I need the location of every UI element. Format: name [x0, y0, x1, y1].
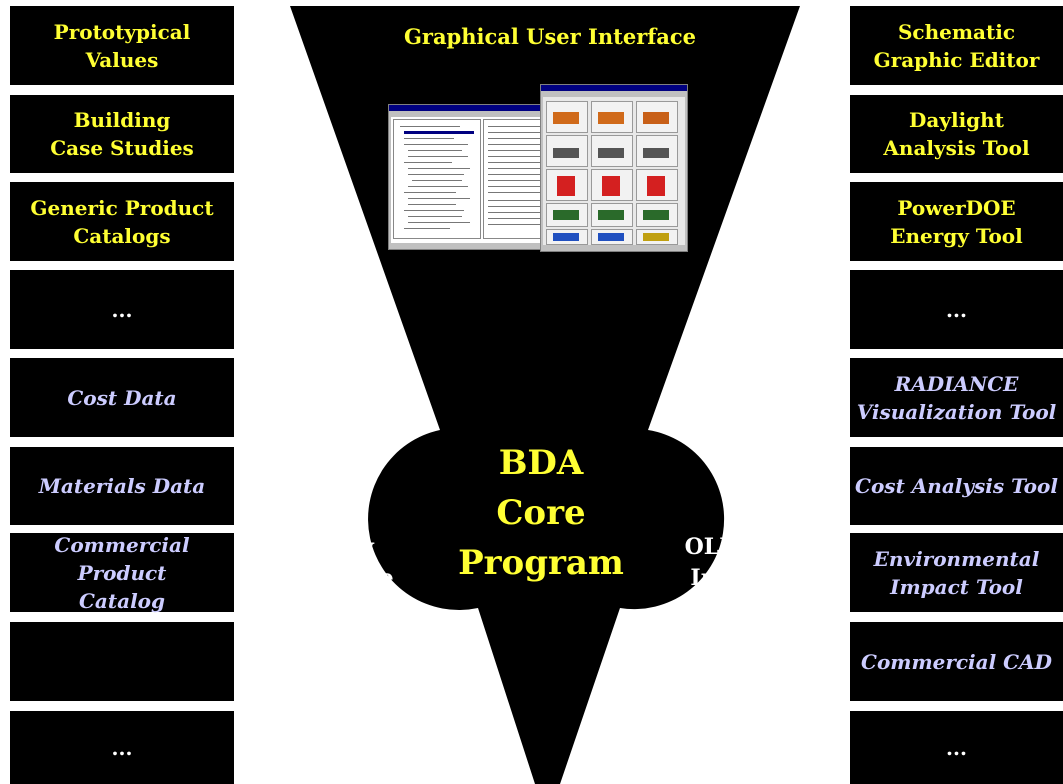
plots-window [540, 84, 688, 252]
application-item-label: Schematic Graphic Editor [873, 19, 1040, 72]
application-item: Environmental Impact Tool [850, 533, 1063, 612]
database-item-label: Commercial Product Catalog [54, 532, 190, 613]
application-item-label: Cost Analysis Tool [855, 474, 1058, 498]
database-item-label: Generic Product Catalogs [30, 195, 214, 248]
application-item: PowerDOE Energy Tool [850, 182, 1063, 261]
gui-title: Graphical User Interface [403, 24, 697, 49]
database-item: ... [10, 270, 234, 349]
query-interface-label: Query Interface to Databases [273, 534, 401, 653]
tree-pane [393, 119, 481, 239]
application-item: Cost Analysis Tool [850, 447, 1063, 525]
core-line-3: Program [458, 543, 624, 583]
application-item: RADIANCE Visualization Tool [850, 358, 1063, 437]
application-item-label: Commercial CAD [861, 649, 1052, 674]
core-line-1: BDA [498, 443, 584, 483]
database-item-label: Prototypical Values [53, 19, 191, 72]
application-item-label: Environmental Impact Tool [873, 546, 1040, 599]
database-item: Cost Data [10, 358, 234, 437]
hierarchy-titlebar [389, 105, 587, 111]
database-item: Commercial Product Catalog [10, 532, 234, 613]
database-item-label: Building Case Studies [50, 108, 194, 160]
database-item-label: ... [111, 297, 133, 322]
database-item: Prototypical Values [10, 6, 234, 85]
database-item: Generic Product Catalogs [10, 182, 234, 261]
application-item: Daylight Analysis Tool [850, 95, 1063, 173]
application-item: Commercial CAD [850, 622, 1063, 701]
application-item-label: Daylight Analysis Tool [883, 108, 1030, 160]
application-item-label: ... [946, 297, 967, 322]
attributes-pane [483, 119, 585, 239]
database-item-label: Cost Data [67, 385, 177, 410]
core-line-2: Core [496, 493, 586, 533]
ole-interface-label: OLE / DLL Interface to Applications [670, 534, 824, 653]
plots-titlebar [541, 85, 687, 91]
application-item: Schematic Graphic Editor [850, 6, 1063, 85]
database-item: Materials Data [10, 447, 234, 525]
application-item-label: PowerDOE Energy Tool [890, 195, 1023, 248]
database-item: ... [10, 711, 234, 784]
database-item-label: ... [111, 735, 133, 760]
gui-screenshot-inset [388, 84, 688, 252]
application-item: ... [850, 270, 1063, 349]
plots-body [543, 97, 685, 245]
application-item-label: RADIANCE Visualization Tool [856, 371, 1057, 424]
database-item [10, 622, 234, 701]
database-item: Building Case Studies [10, 95, 234, 173]
database-item-label: Materials Data [38, 474, 206, 498]
application-item-label: ... [946, 735, 967, 760]
application-item: ... [850, 711, 1063, 784]
